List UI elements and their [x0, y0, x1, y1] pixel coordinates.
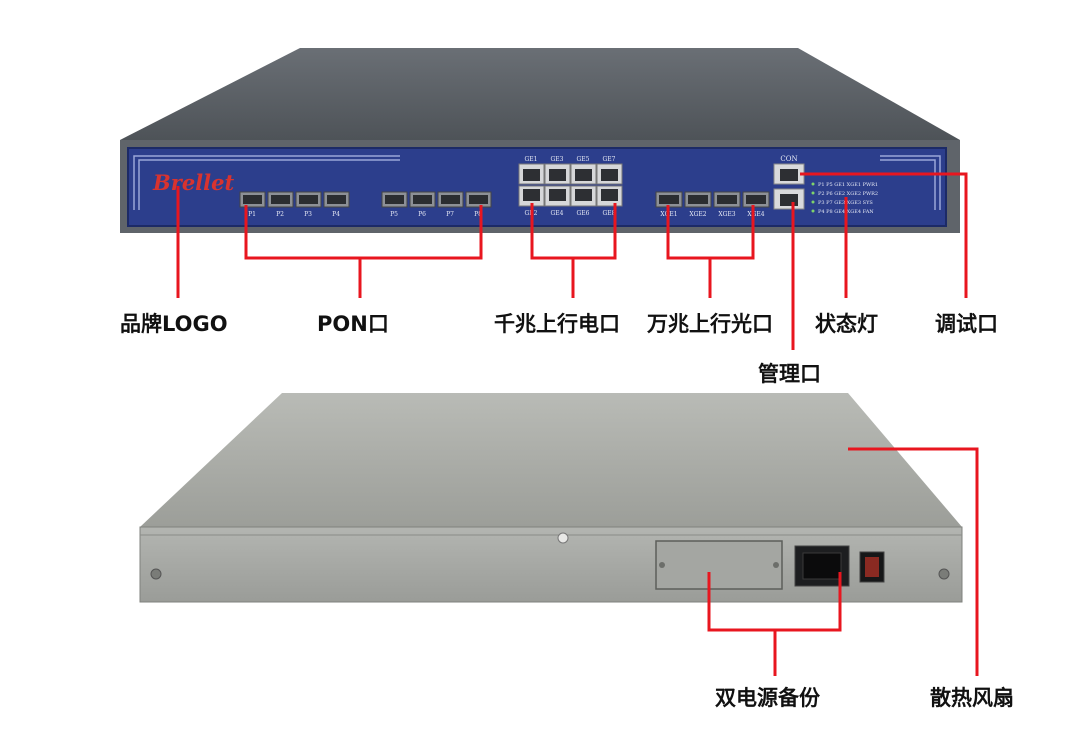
pon-port-label: P1 — [248, 211, 256, 218]
xge-port-label: XGE2 — [689, 211, 706, 218]
cover-screw-left — [659, 562, 665, 568]
ge-port-socket — [575, 169, 592, 181]
pon-port-cage — [441, 195, 460, 204]
rear-screw-left — [150, 568, 162, 580]
ge-port-socket — [549, 189, 566, 201]
label-tengig-uplink: 万兆上行光口 — [647, 312, 773, 336]
front-chassis-top — [120, 48, 960, 140]
pon-port-group: P1 P2 P3 P4 P5 P6 P7 P8 — [239, 191, 492, 218]
pon-port-cage — [385, 195, 404, 204]
callout-pon-line — [244, 205, 483, 298]
label-mgmt-port: 管理口 — [758, 362, 821, 386]
pon-port-cage — [327, 195, 346, 204]
rear-chassis-top — [140, 393, 962, 527]
ge-port-socket — [523, 169, 540, 181]
xge-port-label: XGE4 — [747, 211, 764, 218]
xge-port-cage — [688, 195, 708, 204]
xge-port-cage — [746, 195, 766, 204]
ge-port-label: GE3 — [551, 156, 564, 163]
cover-screw-right — [773, 562, 779, 568]
ge-port-label: GE6 — [577, 210, 590, 217]
mgmt-port-socket — [780, 194, 798, 206]
callout-xge-line — [666, 205, 755, 298]
pon-port-label: P6 — [418, 211, 426, 218]
status-led — [811, 209, 815, 213]
status-led-label: P2 P6 GE2 XGE2 PWR2 — [818, 191, 878, 197]
status-led — [811, 200, 815, 204]
label-pon-port: PON口 — [317, 312, 389, 336]
callout-ge-line — [530, 203, 617, 298]
rear-screw-top — [557, 532, 569, 544]
power-inlet-socket — [802, 552, 842, 580]
pon-port-label: P7 — [446, 211, 454, 218]
pon-port-label: P5 — [390, 211, 398, 218]
pon-port-label: P8 — [474, 211, 482, 218]
label-dual-power: 双电源备份 — [715, 686, 820, 710]
pon-port-label: P3 — [304, 211, 312, 218]
ge-port-socket — [549, 169, 566, 181]
pon-port-cage — [243, 195, 262, 204]
console-port-socket — [780, 169, 798, 181]
ge-port-label: GE4 — [551, 210, 564, 217]
ge-port-socket — [523, 189, 540, 201]
label-status-led: 状态灯 — [815, 312, 878, 336]
label-cooling-fan: 散热风扇 — [930, 686, 1014, 710]
xge-port-label: XGE3 — [718, 211, 735, 218]
label-brand-logo: 品牌LOGO — [120, 312, 228, 336]
power-switch-rocker — [865, 557, 879, 577]
pon-port-cage — [469, 195, 488, 204]
status-led — [811, 182, 815, 186]
callout-debug-line — [800, 172, 968, 298]
status-led — [811, 191, 815, 195]
label-debug-port: 调试口 — [935, 312, 998, 336]
xge-port-cage — [717, 195, 737, 204]
ge-port-label: GE5 — [577, 156, 590, 163]
panel-stripes — [133, 155, 941, 210]
callout-lines — [176, 172, 979, 676]
ge-port-socket — [575, 189, 592, 201]
xge-port-cage — [659, 195, 679, 204]
pon-port-label: P2 — [276, 211, 284, 218]
console-label: CON — [780, 155, 797, 163]
ge-port-label: GE7 — [603, 156, 616, 163]
callout-power-line — [707, 572, 842, 676]
label-gigabit-uplink: 千兆上行电口 — [494, 312, 620, 336]
ge-port-label: GE1 — [525, 156, 538, 163]
rear-screw-right — [938, 568, 950, 580]
power-slot-cover — [655, 540, 783, 590]
brand-logo: Brellet — [152, 170, 234, 195]
pon-port-cage — [271, 195, 290, 204]
ge-port-socket — [601, 169, 618, 181]
rear-device — [139, 393, 963, 603]
ge-port-socket — [601, 189, 618, 201]
pon-port-cage — [413, 195, 432, 204]
pon-port-label: P4 — [332, 211, 340, 218]
callout-fan-line — [848, 447, 979, 676]
status-led-label: P1 P5 GE1 XGE1 PWR1 — [818, 182, 878, 188]
pon-port-cage — [299, 195, 318, 204]
ge-port-label: GE8 — [603, 210, 616, 217]
